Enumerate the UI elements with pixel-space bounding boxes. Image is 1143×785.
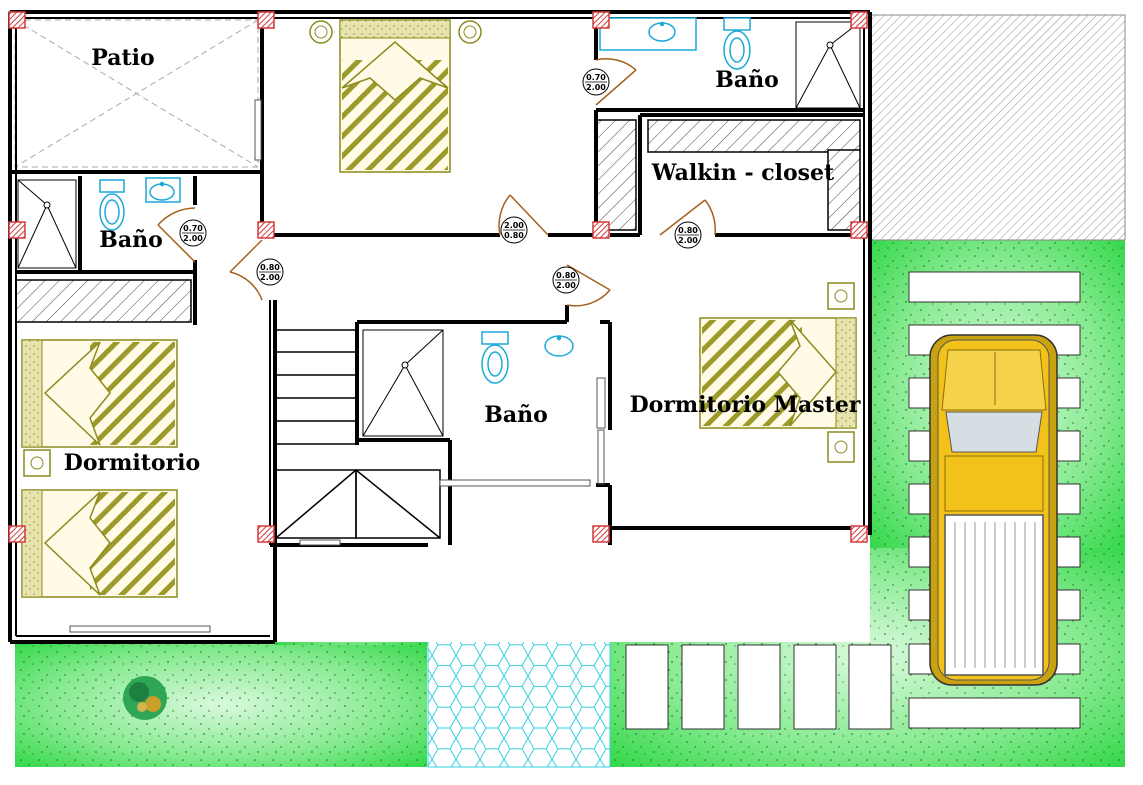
room-label-dormitorio: Dormitorio xyxy=(64,450,200,476)
door-width: 0.70 xyxy=(586,73,606,82)
sink-icon xyxy=(145,177,181,203)
door-width: 0.80 xyxy=(260,263,280,272)
door-width: 2.00 xyxy=(504,221,524,230)
shower-icon xyxy=(362,329,444,437)
sink-icon xyxy=(599,17,697,51)
door-width: 0.80 xyxy=(556,271,576,280)
shrub-icon xyxy=(123,676,167,720)
room-label-patio: Patio xyxy=(91,45,154,71)
toilet-icon xyxy=(481,331,509,384)
stairs xyxy=(275,329,441,539)
room-label-dormitorio-master: Dormitorio Master xyxy=(630,392,861,418)
glass-partition xyxy=(596,377,606,485)
door-dimension-marker: 0.70 2.00 xyxy=(179,219,207,247)
toilet-icon xyxy=(723,17,751,70)
closet-shelving xyxy=(15,119,861,323)
room-label-bano-center: Baño xyxy=(484,402,548,428)
toilet-icon xyxy=(99,179,125,231)
patio-open-area xyxy=(14,19,259,168)
bed-icon xyxy=(699,282,857,463)
room-label-bano-left: Baño xyxy=(99,227,163,253)
door-dimension-marker: 0.80 2.00 xyxy=(256,258,284,286)
windows xyxy=(69,99,591,633)
walls xyxy=(8,10,872,644)
room-label-bano-top: Baño xyxy=(715,67,779,93)
door-dimension-marker: 0.80 2.00 xyxy=(674,221,702,249)
door-width: 0.70 xyxy=(183,224,203,233)
room-label-walkin-closet: Walkin - closet xyxy=(651,160,835,186)
shower-icon xyxy=(795,21,861,109)
door-width: 0.80 xyxy=(678,226,698,235)
door-height: 2.00 xyxy=(260,273,280,282)
door-height: 2.00 xyxy=(556,281,576,290)
bed-icon xyxy=(309,19,482,173)
door-dimension-marker: 2.00 0.80 xyxy=(500,216,528,244)
bed-icon xyxy=(21,339,178,477)
door-height: 2.00 xyxy=(183,234,203,243)
door-swing-icon xyxy=(157,58,717,307)
sink-icon xyxy=(544,335,574,357)
door-height: 0.80 xyxy=(504,231,524,240)
column-icon xyxy=(8,11,868,543)
door-height: 2.00 xyxy=(678,236,698,245)
door-dimension-marker: 0.70 2.00 xyxy=(582,68,610,96)
bed-icon xyxy=(21,489,178,598)
door-height: 2.00 xyxy=(586,83,606,92)
truck-icon xyxy=(929,334,1058,686)
shower-icon xyxy=(17,179,77,269)
door-dimension-marker: 0.80 2.00 xyxy=(552,266,580,294)
